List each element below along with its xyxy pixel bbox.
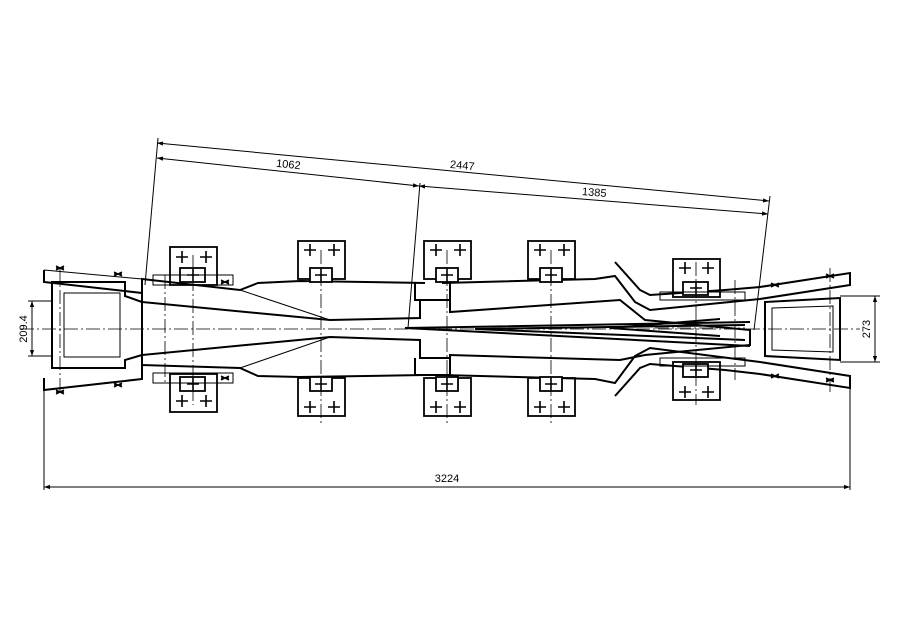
bolt-cross <box>454 244 466 256</box>
end-bolt <box>220 375 230 381</box>
wing-rail-top-left-inner <box>43 269 143 280</box>
frog-point <box>609 318 721 337</box>
bolt-cross <box>430 244 442 256</box>
wing-rail-bottom-right <box>441 346 851 397</box>
end-bolt <box>770 373 780 379</box>
dim-3224-label: 3224 <box>435 473 459 485</box>
left-end-block <box>51 281 143 369</box>
ext-line-mid <box>407 182 421 329</box>
bolt-cross <box>430 401 442 413</box>
right-end-block <box>764 296 841 362</box>
bolt-cross <box>558 244 570 256</box>
end-bolt <box>113 382 123 388</box>
dim-1062-label: 1062 <box>276 158 302 172</box>
plate-right-top <box>659 291 746 301</box>
end-bolt <box>113 271 123 277</box>
bolt-cross <box>176 395 188 407</box>
frog-body <box>141 283 751 376</box>
dimensions: 2447 1062 1385 3224 209.4 273 <box>18 137 880 490</box>
bolt-cross <box>534 401 546 413</box>
right-end-block-inner <box>771 305 834 353</box>
bolt-cross <box>328 244 340 256</box>
bolt-cross <box>558 401 570 413</box>
frog-nose-inner <box>474 324 746 341</box>
left-end-block-inner <box>63 292 121 358</box>
end-blocks <box>51 281 841 369</box>
check-block-top <box>414 283 451 301</box>
dim-line-1062 <box>156 156 420 188</box>
bolt-cross <box>304 244 316 256</box>
frog-nose-outer <box>404 321 751 347</box>
bolt-cross <box>534 244 546 256</box>
bolt-cross <box>304 401 316 413</box>
plate-right-bottom <box>659 357 746 367</box>
sleeper-plate-2-bottom <box>297 377 346 417</box>
bolt-cross <box>200 395 212 407</box>
frog-inner-line-bottom <box>239 336 331 369</box>
bolt-cross <box>454 401 466 413</box>
bolt-cross <box>200 251 212 263</box>
bolt-cross <box>679 386 691 398</box>
ext-line-left <box>144 137 159 286</box>
bolt-cross <box>328 401 340 413</box>
dim-209-label: 209.4 <box>18 315 30 343</box>
frog-inner-line-top <box>239 289 331 321</box>
wing-rail-top-right <box>441 261 851 312</box>
dim-1385-label: 1385 <box>582 186 607 200</box>
check-block-bottom <box>414 358 451 376</box>
dim-line-1385 <box>418 184 769 216</box>
end-bolt <box>220 279 230 285</box>
bolt-cross <box>176 251 188 263</box>
end-bolt <box>770 282 780 288</box>
ext-line-right <box>753 195 771 331</box>
dim-273-label: 273 <box>861 320 873 338</box>
centre-lines <box>20 250 860 425</box>
bolt-cross <box>679 262 691 274</box>
bolt-cross <box>702 262 714 274</box>
bolt-cross <box>702 386 714 398</box>
frog-top-rail <box>141 293 751 365</box>
dim-2447-label: 2447 <box>450 159 476 173</box>
